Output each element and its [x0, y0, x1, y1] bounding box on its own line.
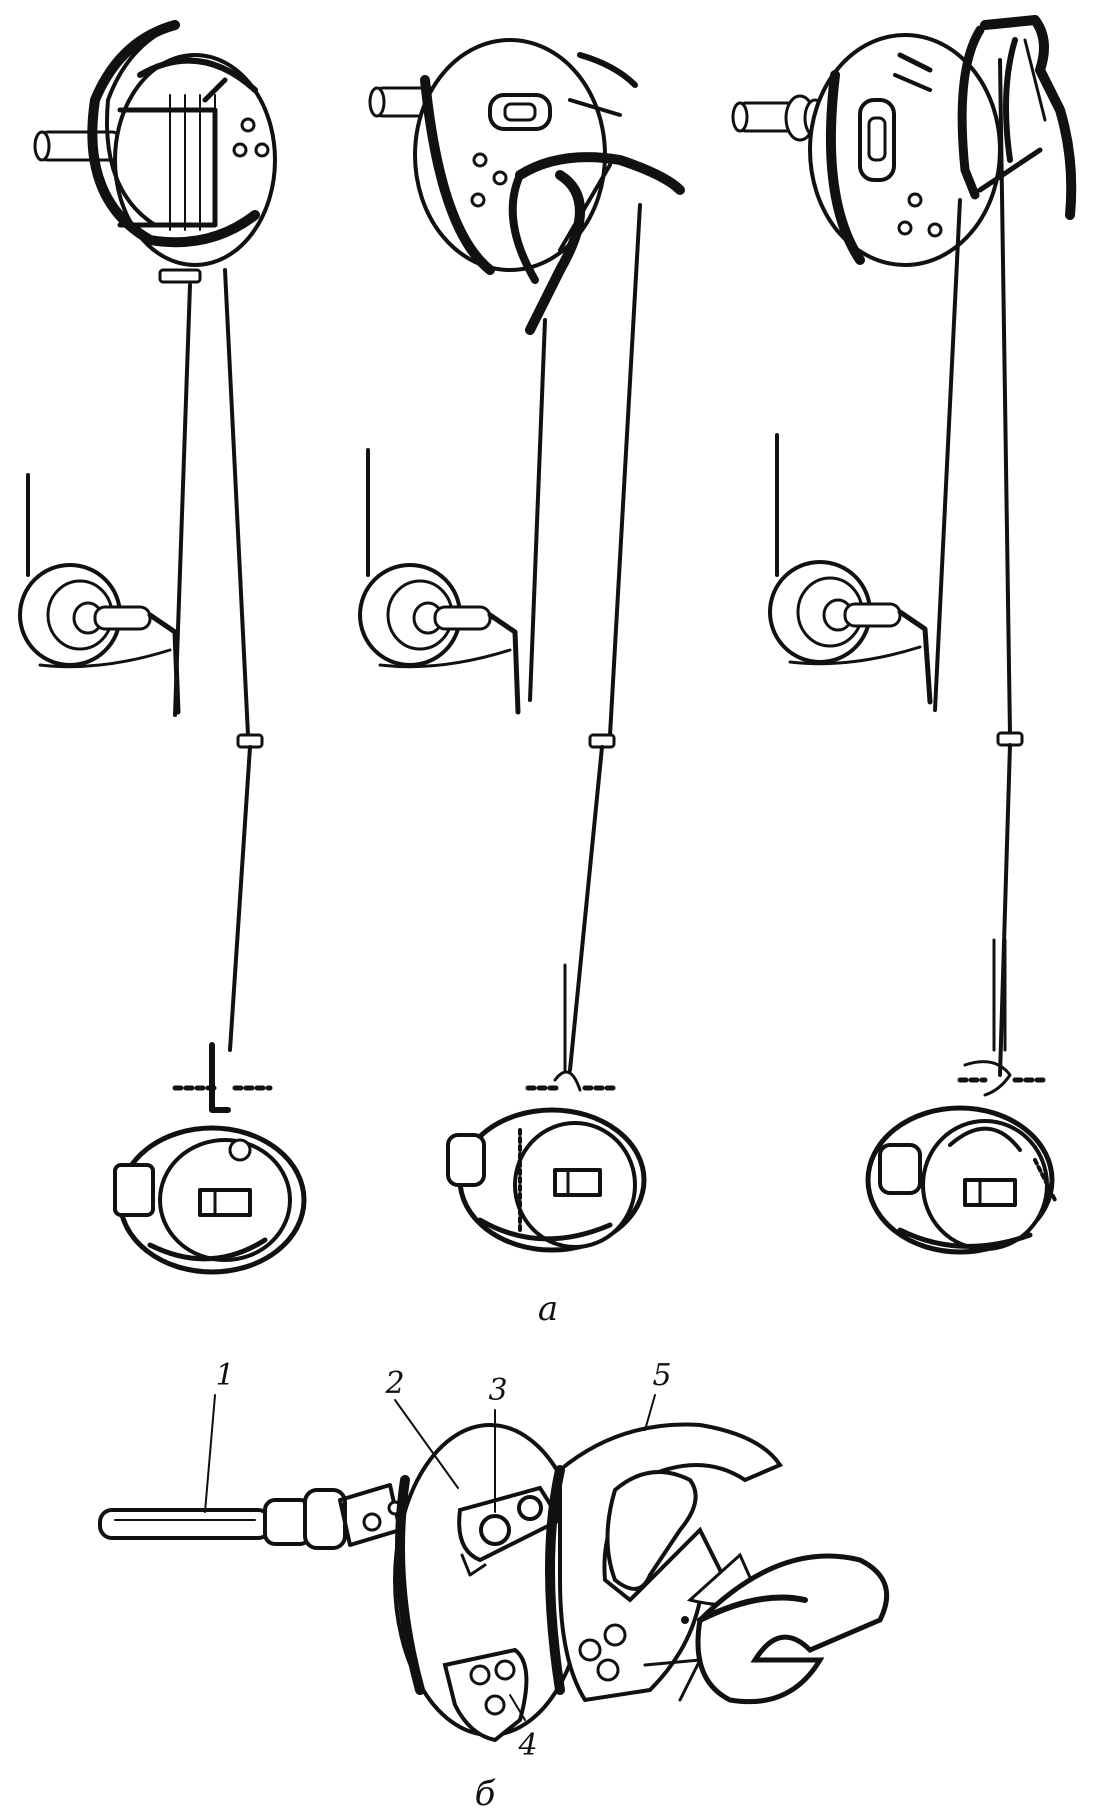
stage-3-threads: [933, 58, 1024, 1077]
part-5-label: 5: [652, 1358, 671, 1393]
stage-1-hook-point: [87, 20, 260, 248]
stage-1-illustration: [18, 20, 307, 1275]
part-3-label: 3: [488, 1373, 507, 1408]
stage-2-threads: [528, 203, 642, 1072]
stage-3-tension-spool: [768, 433, 933, 705]
leader-line-4: [509, 1694, 526, 1721]
stage-3-hook-disc: [808, 33, 1002, 267]
leader-line-2: [394, 1399, 459, 1489]
exploded-view: 1 2 3 4 5: [98, 1358, 890, 1763]
part-2-label: 2: [384, 1366, 404, 1401]
leader-line-1: [204, 1394, 216, 1513]
stage-2-hook-disc: [413, 38, 638, 275]
part-3-upper-bracket: [457, 1485, 563, 1577]
panel-a-label: а: [538, 1289, 558, 1329]
leader-line-5: [644, 1394, 656, 1431]
panel-b-label: б: [475, 1774, 496, 1814]
stage-2-illustration: [358, 38, 685, 1253]
stage-1-threads: [173, 268, 264, 1052]
part-1-label: 1: [215, 1358, 234, 1393]
part-5-hook: [545, 1422, 890, 1705]
stage-2-bobbin-case: [446, 1070, 647, 1253]
stage-1-tension-spool: [18, 473, 181, 715]
stage-3-hook-point: [957, 15, 1077, 220]
stage-1-tab: [158, 268, 202, 284]
part-1-shaft: [98, 1483, 403, 1550]
stage-3-illustration: [731, 15, 1077, 1255]
stage-2-hook-point: [508, 152, 685, 335]
stage-3-bobbin-case: [865, 1060, 1057, 1255]
stage-1-bobbin-case: [113, 1042, 307, 1275]
stage-2-tension-spool: [358, 448, 521, 715]
part-4-label: 4: [517, 1728, 537, 1763]
part-4-lower-plate: [442, 1647, 529, 1743]
